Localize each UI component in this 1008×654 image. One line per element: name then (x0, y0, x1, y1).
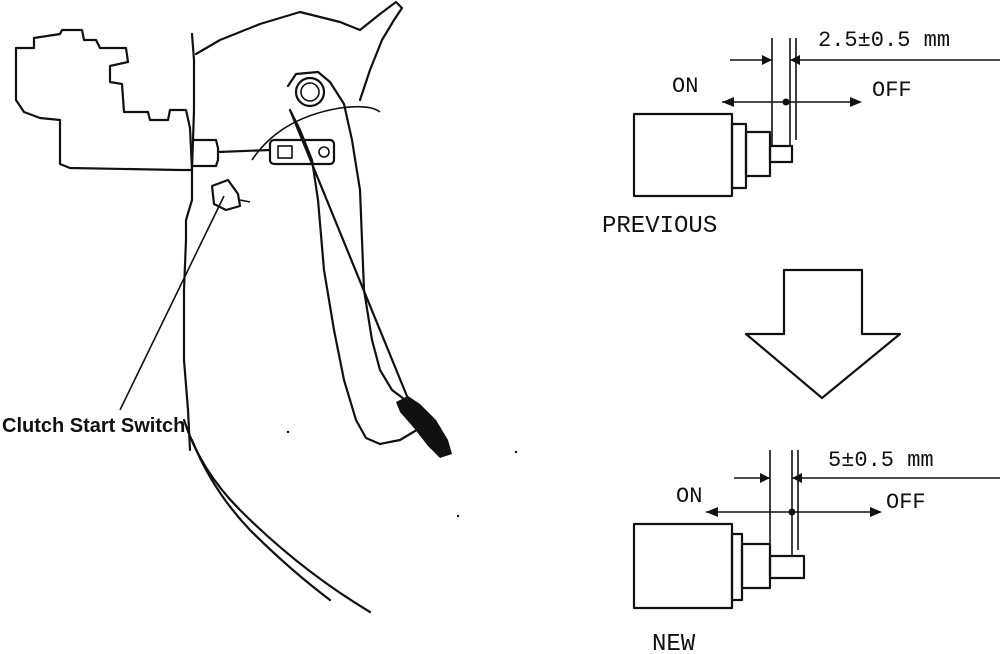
new-switch-body (632, 522, 734, 610)
master-cylinder (14, 28, 194, 172)
previous-switch-body (632, 112, 734, 198)
pedal-arm (286, 70, 422, 446)
previous-on-label: ON (672, 74, 698, 99)
previous-dimension-label: 2.5±0.5 mm (818, 28, 950, 53)
floor-panel (182, 418, 372, 614)
pedal-pivot (294, 76, 326, 108)
pedal-assembly-drawing: Clutch Start Switch (2, 0, 452, 614)
push-rod (192, 138, 272, 168)
new-caption: NEW (652, 631, 696, 654)
clutch-start-switch (210, 178, 242, 212)
wiring-harness (251, 105, 381, 161)
leader-line (119, 195, 225, 411)
pedal-pad (396, 396, 452, 458)
previous-switch-detail: 2.5±0.5 mm ON OFF PREVIOUS (602, 28, 1000, 240)
new-switch-detail: 5±0.5 mm ON OFF NEW (632, 448, 1000, 654)
firewall-line (182, 32, 196, 452)
previous-off-label: OFF (872, 78, 912, 103)
new-dimension-label: 5±0.5 mm (828, 448, 934, 473)
pedal-bracket (194, 0, 404, 102)
previous-plunger (768, 144, 794, 164)
new-off-label: OFF (886, 490, 926, 515)
clevis (268, 138, 336, 166)
clutch-start-switch-label: Clutch Start Switch (2, 415, 185, 437)
new-on-label: ON (676, 484, 702, 509)
transition-arrow (744, 268, 902, 400)
new-plunger (768, 554, 806, 580)
previous-caption: PREVIOUS (602, 213, 717, 240)
